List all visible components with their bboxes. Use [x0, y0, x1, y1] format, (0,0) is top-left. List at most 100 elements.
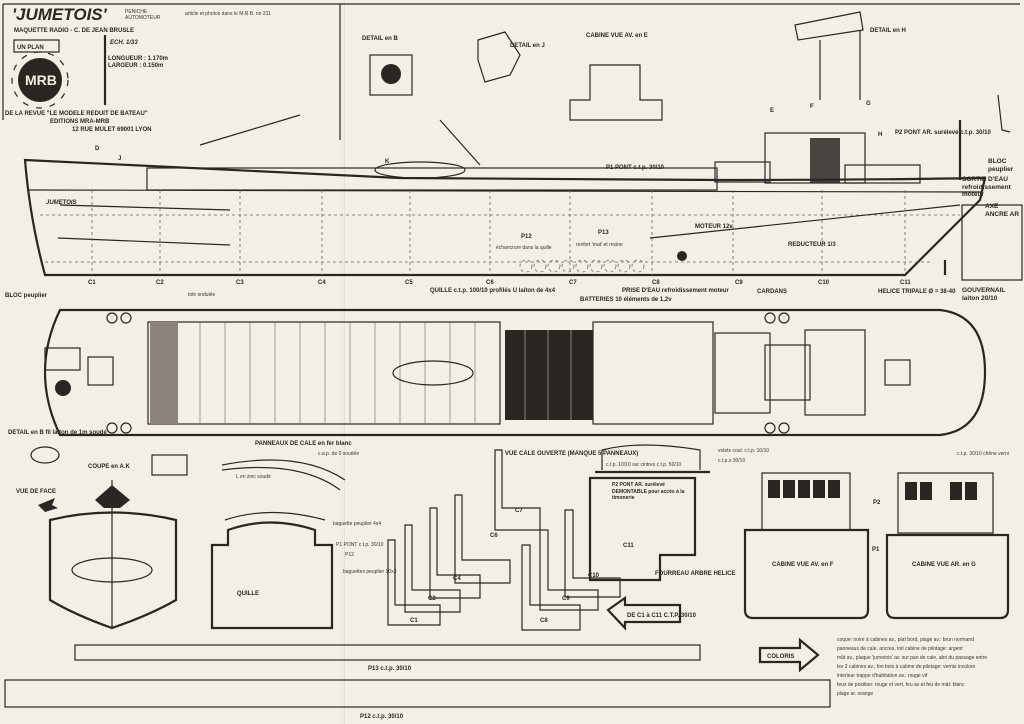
svg-text:P2: P2 [873, 500, 881, 506]
mrb-logo: MRB [11, 51, 69, 109]
svg-text:P1 PONT c.t.p. 30/10: P1 PONT c.t.p. 30/10 [606, 165, 665, 171]
svg-text:BATTERIES 10 éléments de 1,2v: BATTERIES 10 éléments de 1,2v [580, 297, 672, 303]
svg-text:PANNEAUX DE CALE en fer blanc: PANNEAUX DE CALE en fer blanc [255, 441, 352, 447]
svg-text:VUE DE FACE: VUE DE FACE [16, 489, 56, 495]
svg-text:F: F [810, 104, 814, 110]
svg-text:baguette peuplier 4x4: baguette peuplier 4x4 [333, 521, 381, 527]
svg-text:P12: P12 [345, 552, 354, 558]
svg-text:12 RUE MULET 69001 LYON: 12 RUE MULET 69001 LYON [72, 127, 151, 133]
profile-view: C1 C2 C3 C4 C5 C6 C7 C8 C9 C10 C11 JUMET… [5, 11, 1023, 303]
svg-text:J: J [118, 156, 121, 162]
svg-text:feux de position: rouge et ver: feux de position: rouge et vert, feu av … [837, 682, 965, 688]
svg-text:DETAIL en H: DETAIL en H [870, 28, 906, 34]
svg-text:G: G [866, 101, 871, 107]
lower-details: DETAIL en B fil laiton de 1m soudé COUPE… [4, 430, 1010, 720]
svg-text:les 2 cabines av., fon bois à: les 2 cabines av., fon bois à cabine de … [837, 664, 976, 670]
sortie-label: SORTIE D'EAU refroidissement moteur [962, 176, 1011, 198]
svg-text:JUMETOIS: JUMETOIS [46, 200, 77, 206]
frame-label: C8 [652, 280, 660, 286]
svg-text:mât av., plaque 'jumetois' av.: mât av., plaque 'jumetois' av. sur pan d… [837, 655, 987, 661]
title-block: 'JUMETOIS' PENICHE AUTOMOTEUR MAQUETTE R… [2, 3, 1020, 140]
svg-text:C7: C7 [515, 508, 523, 514]
svg-text:K: K [385, 159, 390, 165]
svg-text:panneaux de cale, ancres, toit: panneaux de cale, ancres, toit cabine de… [837, 646, 963, 652]
svg-text:P12: P12 [521, 234, 532, 240]
svg-text:CABINE VUE AV. en F: CABINE VUE AV. en F [772, 562, 834, 568]
gouvernail-label: GOUVERNAIL laiton 20/10 [962, 287, 1006, 302]
svg-text:COUPE en A.K: COUPE en A.K [88, 464, 130, 470]
frame-label: C3 [236, 280, 244, 286]
frame-label: C7 [569, 280, 577, 286]
svg-text:C2: C2 [428, 596, 436, 602]
svg-text:C10: C10 [588, 573, 600, 579]
svg-text:plage ar. orange: plage ar. orange [837, 691, 873, 697]
bloc-label: BLOC peuplier [988, 158, 1014, 173]
svg-text:D: D [95, 146, 100, 152]
svg-text:BLOC peuplier: BLOC peuplier [5, 293, 48, 299]
svg-text:P2 PONT AR. surélevé c.t.p. 30: P2 PONT AR. surélevé c.t.p. 30/10 [895, 130, 991, 136]
svg-text:C9: C9 [562, 596, 570, 602]
svg-text:MRB: MRB [25, 72, 57, 88]
svg-text:MAQUETTE RADIO - C. DE JEAN BR: MAQUETTE RADIO - C. DE JEAN BRUSLE [14, 28, 134, 34]
frame-label: C1 [88, 280, 96, 286]
svg-text:article et photos dans le M.R.: article et photos dans le M.R.B. no 211 [185, 11, 271, 17]
frame-label: C6 [486, 280, 494, 286]
svg-text:EDITIONS MRA-MRB: EDITIONS MRA-MRB [50, 119, 110, 125]
svg-text:P13: P13 [598, 230, 609, 236]
page-fold [342, 0, 345, 724]
svg-text:coque: noire à cabines av., pl: coque: noire à cabines av., plat bord, p… [837, 637, 974, 643]
svg-text:c.t.p.s 30/10: c.t.p.s 30/10 [718, 458, 745, 464]
svg-text:tole ondulée: tole ondulée [188, 292, 215, 298]
p2-pont-note: P2 PONT AR. surélevé DEMONTABLE pour acc… [612, 482, 685, 501]
svg-text:P1 PONT c.t.p. 30/10: P1 PONT c.t.p. 30/10 [336, 542, 384, 548]
svg-text:MOTEUR 12v: MOTEUR 12v [695, 224, 733, 230]
svg-text:L en zinc soudé: L en zinc soudé [236, 474, 271, 480]
svg-text:P1: P1 [872, 547, 880, 553]
svg-text:C1: C1 [410, 618, 418, 624]
title: 'JUMETOIS' [12, 5, 108, 24]
svg-text:C4: C4 [453, 576, 461, 582]
svg-text:C6: C6 [490, 533, 498, 539]
svg-text:ECH. 1/33: ECH. 1/33 [110, 40, 138, 46]
svg-text:LARGEUR : 0.150m: LARGEUR : 0.150m [108, 63, 163, 69]
svg-text:VUE CALE OUVERTE (MANQUE 5 PAN: VUE CALE OUVERTE (MANQUE 5 PANNEAUX) [505, 451, 638, 457]
svg-text:FOURREAU ARBRE HELICE: FOURREAU ARBRE HELICE [655, 571, 735, 577]
svg-text:DE LA REVUE "LE MODELE REDUIT: DE LA REVUE "LE MODELE REDUIT DE BATEAU" [5, 111, 148, 117]
plan-view [43, 308, 987, 437]
axe-label: AXE ANCRE AR [985, 203, 1020, 218]
svg-text:HELICE TRIPALE Ø = 38-40: HELICE TRIPALE Ø = 38-40 [878, 289, 956, 295]
frame-label: C10 [818, 280, 830, 286]
svg-text:C11: C11 [623, 543, 634, 549]
svg-text:CABINE VUE AR. en G: CABINE VUE AR. en G [912, 562, 976, 568]
battery-row [519, 259, 645, 273]
svg-text:CABINE VUE AV. en E: CABINE VUE AV. en E [586, 33, 648, 39]
svg-text:REDUCTEUR 1/3: REDUCTEUR 1/3 [788, 242, 836, 248]
svg-text:E: E [770, 108, 774, 114]
svg-text:c.t.p. 30/10 chêne verni: c.t.p. 30/10 chêne verni [957, 451, 1009, 457]
svg-text:H: H [878, 132, 882, 138]
svg-text:DE C1 à C11 C.T.P. 30/10: DE C1 à C11 C.T.P. 30/10 [627, 613, 697, 619]
svg-text:renfort 'mat' et resine: renfort 'mat' et resine [576, 242, 623, 248]
svg-text:AUTOMOTEUR: AUTOMOTEUR [125, 15, 161, 21]
svg-text:interieur trappe d'habitation: interieur trappe d'habitation av.: rouge… [837, 673, 928, 679]
frame-label: C4 [318, 280, 326, 286]
svg-text:DETAIL en J: DETAIL en J [510, 43, 545, 49]
svg-text:CARDANS: CARDANS [757, 289, 787, 295]
svg-text:échancrure dans la quille: échancrure dans la quille [496, 245, 552, 251]
svg-text:P12 c.t.p. 30/10: P12 c.t.p. 30/10 [360, 714, 404, 720]
svg-text:baguettes peuplier 10x3: baguettes peuplier 10x3 [343, 569, 397, 575]
frame-label: C11 [900, 280, 911, 286]
svg-text:c.t.p. 10/10 sur cintres c.t.p: c.t.p. 10/10 sur cintres c.t.p. 50/10 [606, 462, 682, 468]
svg-text:c.a.p. de 0 soudée: c.a.p. de 0 soudée [318, 451, 359, 457]
svg-text:LONGUEUR : 1.170m: LONGUEUR : 1.170m [108, 56, 168, 62]
svg-text:PRISE D'EAU refroidissement mo: PRISE D'EAU refroidissement moteur [622, 288, 729, 294]
frame-label: C9 [735, 280, 743, 286]
svg-text:UN PLAN: UN PLAN [17, 45, 44, 51]
frame-label: C5 [405, 280, 413, 286]
svg-text:PENICHE: PENICHE [125, 9, 148, 15]
svg-text:C8: C8 [540, 618, 548, 624]
svg-text:volets coul. c.t.p. 10/10: volets coul. c.t.p. 10/10 [718, 448, 769, 454]
svg-text:COLORIS: COLORIS [767, 654, 794, 660]
frame-label: C2 [156, 280, 164, 286]
